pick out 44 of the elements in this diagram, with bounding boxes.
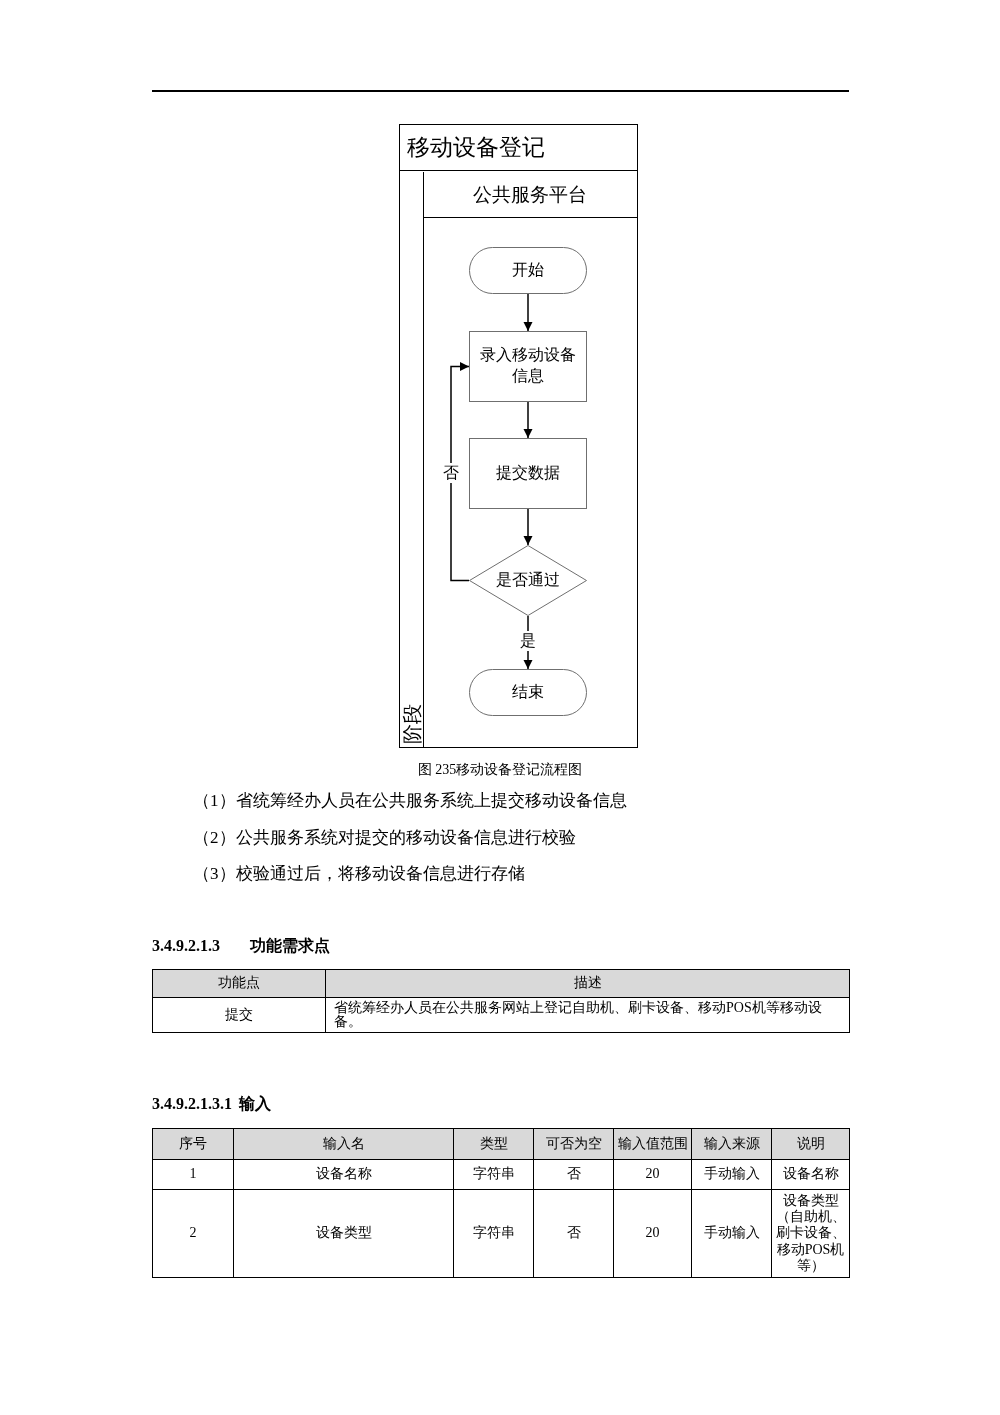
section-heading: 3.4.9.2.1.3 功能需求点: [152, 936, 330, 956]
table-cell: 20: [613, 1189, 692, 1278]
decision-label: 是否通过: [495, 570, 560, 590]
table-cell: 否: [533, 1189, 614, 1278]
column-header: 类型: [453, 1128, 534, 1160]
table-cell: 20: [613, 1159, 692, 1190]
column-header: 可否为空: [533, 1128, 614, 1160]
table-cell: 字符串: [453, 1189, 534, 1278]
step-text: （2）公共服务系统对提交的移动设备信息进行校验: [193, 827, 576, 849]
table-cell: 2: [152, 1189, 234, 1278]
edge-label: 否: [443, 463, 459, 483]
arrow: [523, 293, 533, 332]
column-header: 输入名: [233, 1128, 454, 1160]
column-header: 说明: [771, 1128, 850, 1160]
column-header: 输入值范围: [613, 1128, 692, 1160]
arrow: [523, 508, 533, 546]
edge-label: 是: [520, 631, 536, 651]
section-heading: 3.4.9.2.1.3.1 输入: [152, 1094, 271, 1114]
table-cell: 设备类型（自助机、刷卡设备、移动POS机等）: [771, 1189, 850, 1278]
process-box: 提交数据: [468, 437, 587, 509]
column-header: 功能点: [152, 969, 326, 998]
step-text: （3）校验通过后，将移动设备信息进行存储: [193, 863, 525, 885]
table-cell: 手动输入: [691, 1189, 772, 1278]
pool-title: 移动设备登记: [406, 134, 546, 162]
stage-label: 阶段: [400, 703, 423, 744]
arrow: [523, 401, 533, 439]
table-cell: 省统筹经办人员在公共服务网站上登记自助机、刷卡设备、移动POS机等移动设备。: [325, 997, 850, 1033]
process-box: 录入移动设备信息: [468, 330, 587, 402]
table-cell: 否: [533, 1159, 614, 1190]
arrow: [450, 362, 470, 582]
table-cell: 设备类型: [233, 1189, 454, 1278]
table-cell: 提交: [152, 997, 326, 1033]
lane-header: 公共服务平台: [472, 182, 588, 207]
table-cell: 设备名称: [771, 1159, 850, 1190]
table-cell: 1: [152, 1159, 234, 1190]
pool-frame: [399, 124, 638, 748]
step-text: （1）省统筹经办人员在公共服务系统上提交移动设备信息: [193, 790, 627, 812]
column-header: 序号: [152, 1128, 234, 1160]
figure-caption: 图 235移动设备登记流程图: [416, 761, 584, 779]
table-cell: 设备名称: [233, 1159, 454, 1190]
table-cell: 手动输入: [691, 1159, 772, 1190]
column-header: 输入来源: [691, 1128, 772, 1160]
column-header: 描述: [325, 969, 850, 998]
table-cell: 字符串: [453, 1159, 534, 1190]
